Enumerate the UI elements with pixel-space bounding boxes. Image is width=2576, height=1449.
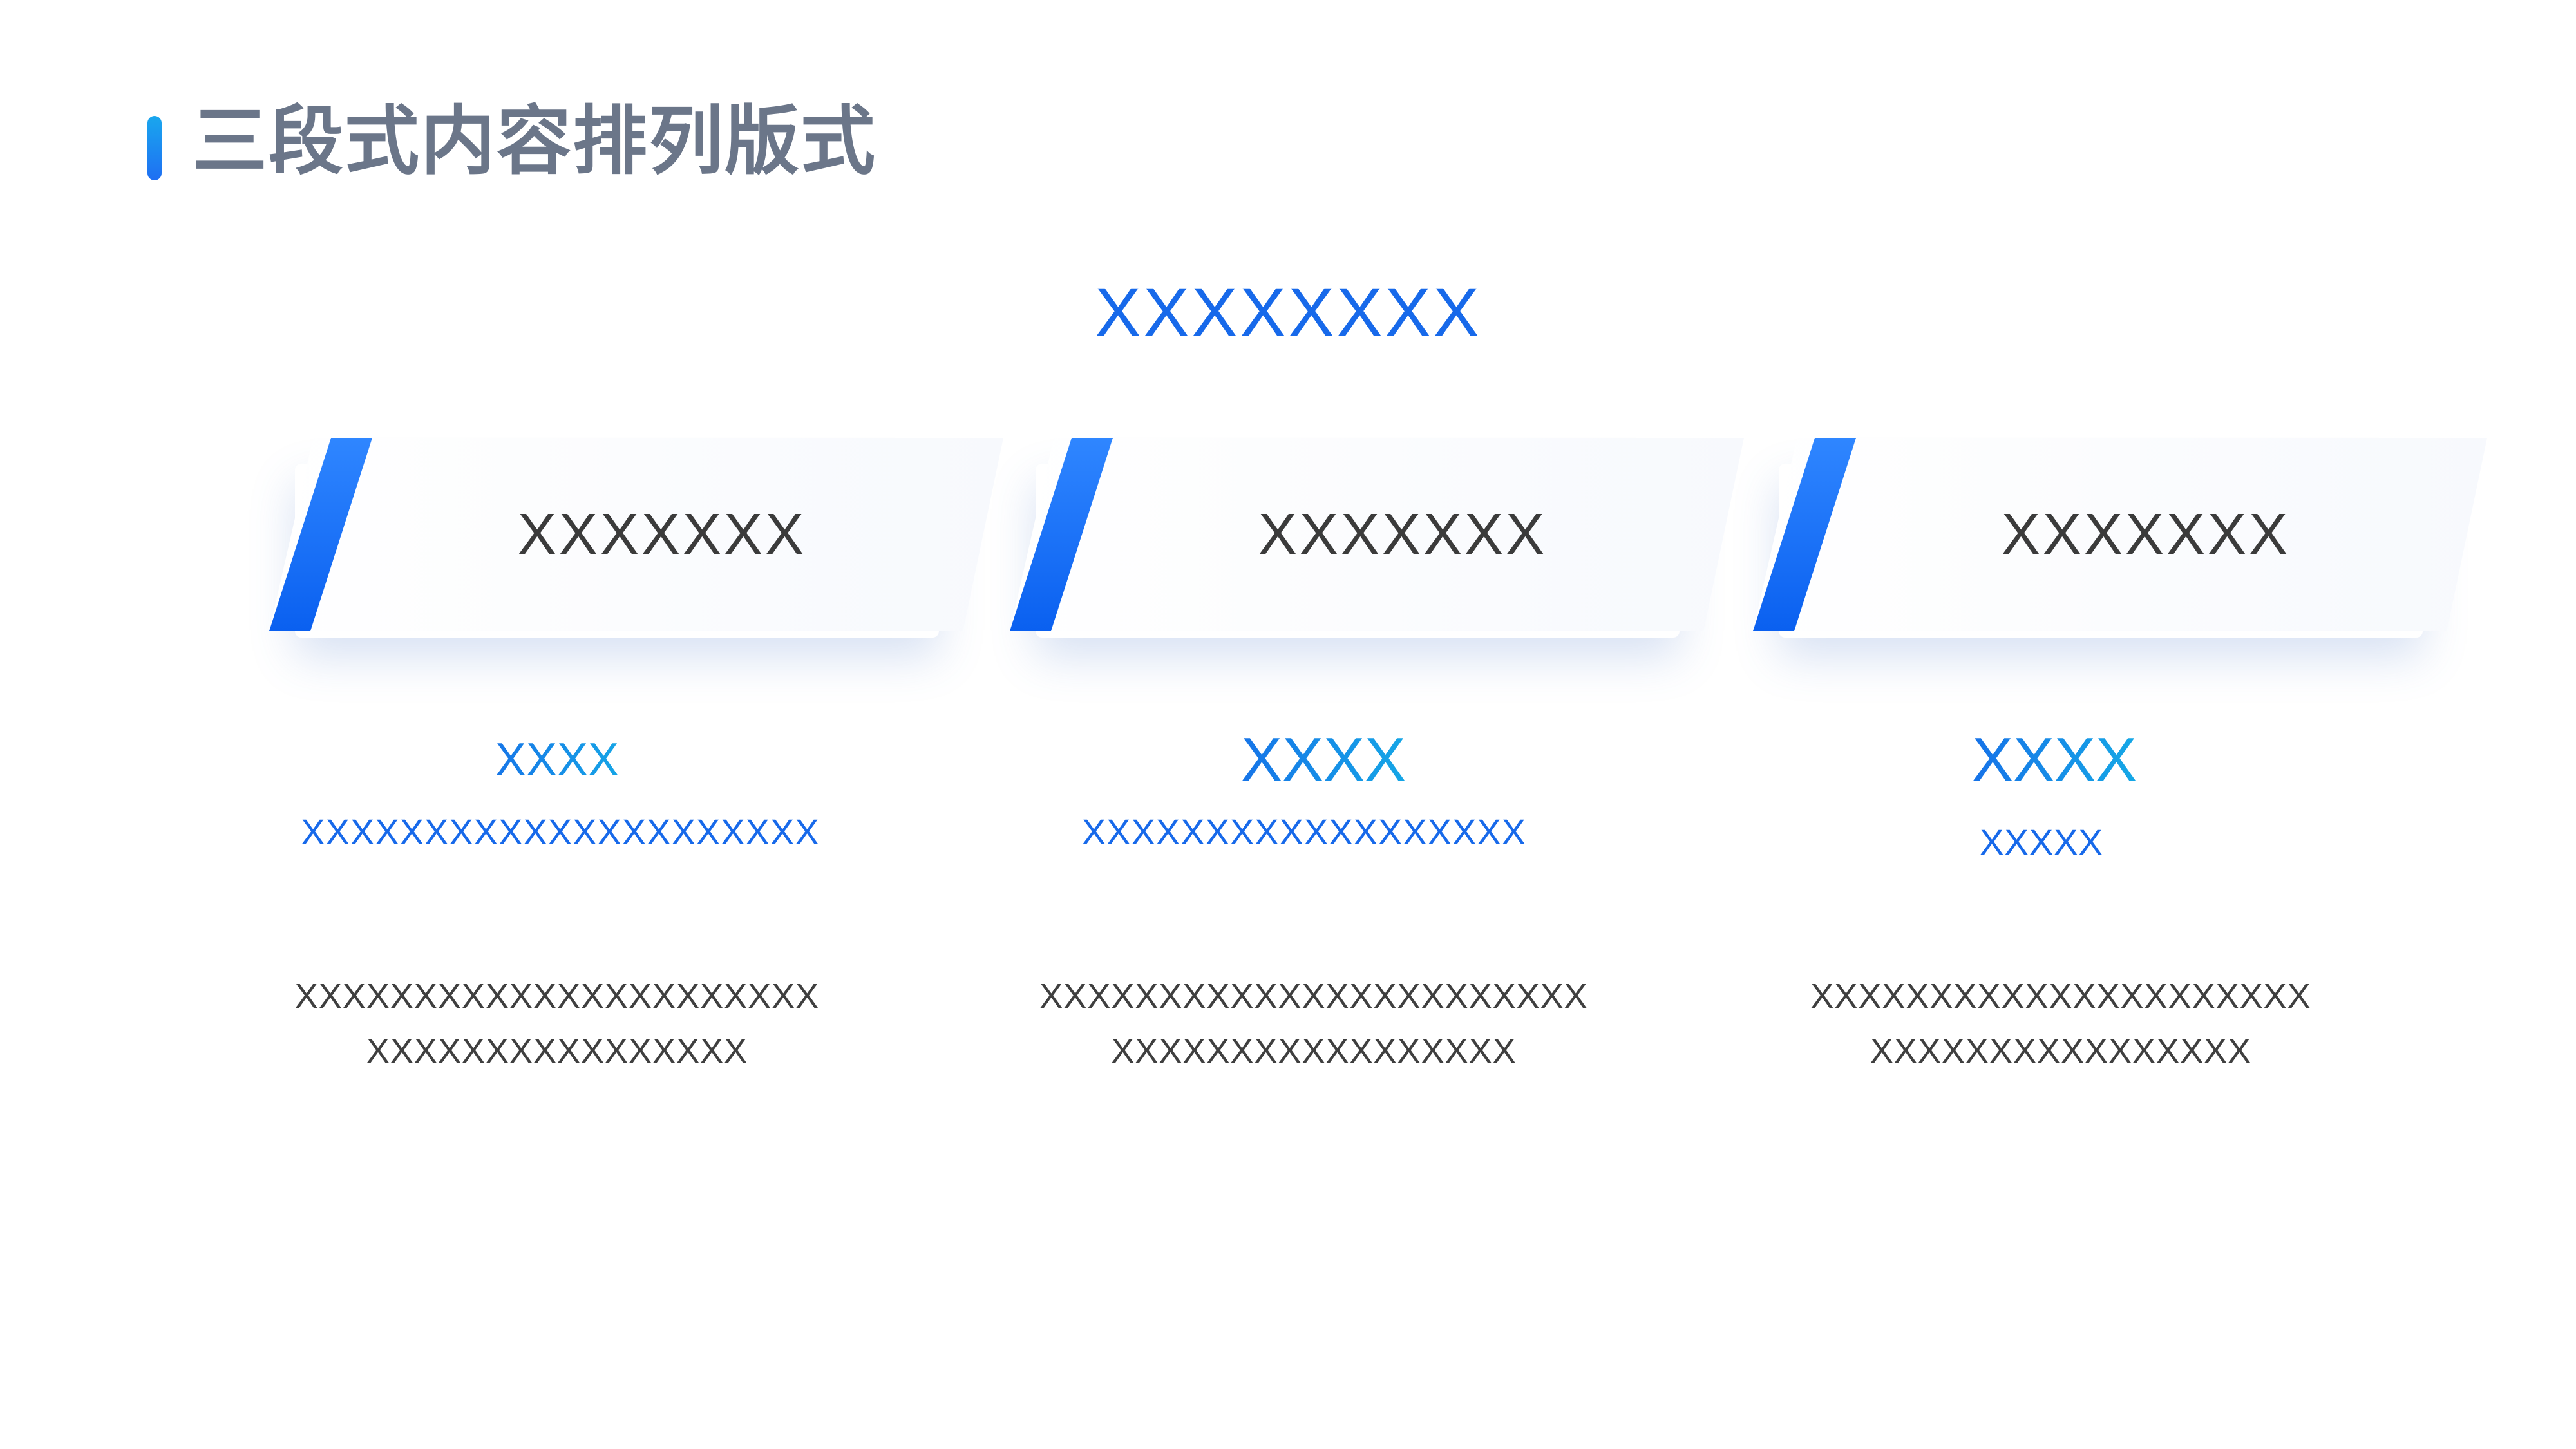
card-label: XXXXXXX xyxy=(2001,502,2291,567)
title-accent-bar xyxy=(147,116,162,180)
card-body xyxy=(1010,438,1744,631)
column-3-subline: XXXXX xyxy=(1980,822,2103,862)
column-3-body-line-2: XXXXXXXXXXXXXXXX xyxy=(1870,1032,2252,1070)
column-2-subtitle: XXXX xyxy=(1191,721,1455,799)
column-1-subtitle: XXXX xyxy=(451,728,663,792)
card-1: XXXXXXX xyxy=(269,438,1003,631)
main-heading: XXXXXXXX xyxy=(1094,273,1482,351)
card-2: XXXXXXX xyxy=(1010,438,1744,631)
column-3-body-line-1: XXXXXXXXXXXXXXXXXXXXX xyxy=(1810,977,2311,1016)
column-2-subline: XXXXXXXXXXXXXXXXXX xyxy=(1081,811,1527,852)
column-1-body-line-1: XXXXXXXXXXXXXXXXXXXXXX xyxy=(294,977,820,1016)
card-label: XXXXXXX xyxy=(517,502,807,567)
column-1-body-line-2: XXXXXXXXXXXXXXXX xyxy=(366,1032,748,1070)
card-body xyxy=(269,438,1003,631)
column-2-body-line-1: XXXXXXXXXXXXXXXXXXXXXXX xyxy=(1039,977,1588,1016)
column-3-subtitle: XXXX xyxy=(1932,721,2177,799)
card-3: XXXXXXX xyxy=(1753,438,2487,631)
slide-title: 三段式内容排列版式 xyxy=(193,98,876,185)
card-body xyxy=(1753,438,2487,631)
column-2-body-line-2: XXXXXXXXXXXXXXXXX xyxy=(1111,1032,1517,1070)
card-label: XXXXXXX xyxy=(1258,502,1548,567)
column-1-subline: XXXXXXXXXXXXXXXXXXXXX xyxy=(301,811,820,852)
